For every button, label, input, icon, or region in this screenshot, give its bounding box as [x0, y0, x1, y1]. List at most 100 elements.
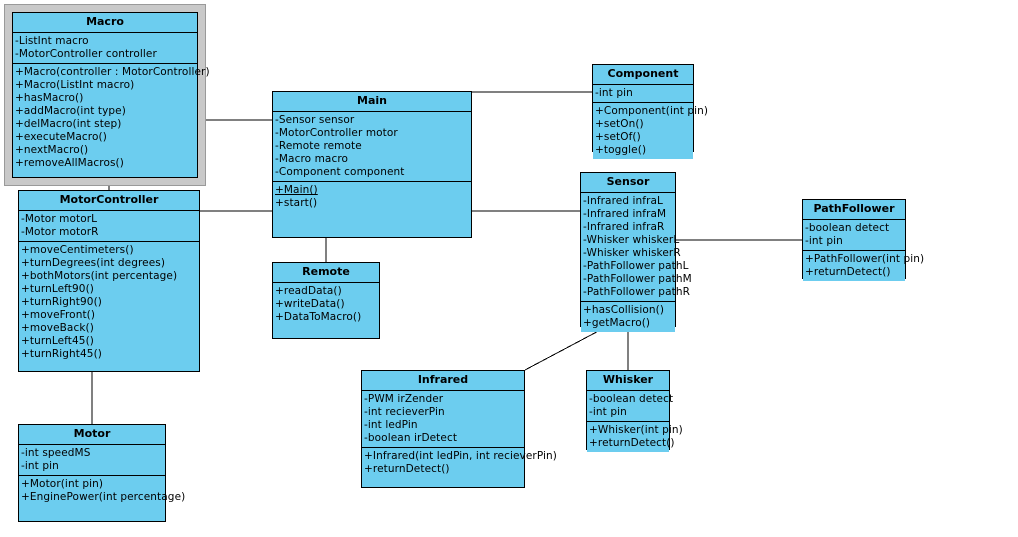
operation-row: +nextMacro(): [15, 144, 89, 156]
class-operations-component: +Component(int pin)+setOn()+setOf()+togg…: [593, 103, 709, 159]
class-attributes-pathfollower: -boolean detect-int pin: [803, 220, 905, 251]
operation-row: +readData(): [275, 285, 342, 297]
operation-row: +EnginePower(int percentage): [21, 491, 186, 503]
attribute-row: -Sensor sensor: [275, 114, 355, 126]
class-title-motor: Motor: [19, 425, 165, 445]
class-title-motorcontroller: MotorController: [19, 191, 199, 211]
class-operations-sensor: +hasCollision()+getMacro(): [581, 302, 675, 332]
class-attributes-component: -int pin: [593, 85, 693, 103]
operation-row: +getMacro(): [583, 317, 651, 329]
class-box-component[interactable]: Component-int pin+Component(int pin)+set…: [592, 64, 708, 159]
class-box-main[interactable]: Main-Sensor sensor-MotorController motor…: [272, 91, 472, 238]
operation-row: +Macro(controller : MotorController): [15, 66, 210, 78]
class-box-whisker[interactable]: Whisker-boolean detect-int pin+Whisker(i…: [586, 370, 683, 452]
attribute-row: -int pin: [805, 235, 843, 247]
class-operations-main: +Main()+start(): [273, 182, 471, 237]
attribute-row: -boolean detect: [805, 222, 890, 234]
class-box-motor[interactable]: Motor-int speedMS-int pin+Motor(int pin)…: [18, 424, 186, 522]
class-attributes-whisker: -boolean detect-int pin: [587, 391, 674, 422]
class-operations-remote: +readData()+writeData()+DataToMacro(): [273, 283, 379, 338]
attribute-row: -int pin: [589, 406, 627, 418]
attribute-row: -int speedMS: [21, 447, 91, 459]
attribute-row: -boolean detect: [589, 393, 674, 405]
class-box-pathfollower[interactable]: PathFollower-boolean detect-int pin+Path…: [802, 199, 924, 281]
operation-row: +toggle(): [595, 144, 647, 156]
class-title-infrared: Infrared: [362, 371, 524, 391]
attribute-row: -Remote remote: [275, 140, 362, 152]
class-box-macro[interactable]: Macro-ListInt macro-MotorController cont…: [12, 12, 210, 178]
operation-row: +Main(): [275, 184, 318, 196]
operation-row: +Macro(ListInt macro): [15, 79, 135, 91]
class-title-main: Main: [273, 92, 471, 112]
attribute-row: -Whisker whiskerR: [583, 247, 681, 259]
operation-row: +returnDetect(): [364, 463, 450, 475]
attribute-row: -PathFollower pathR: [583, 286, 690, 298]
attribute-row: -int ledPin: [364, 419, 418, 431]
operation-row: +returnDetect(): [805, 266, 891, 278]
class-title-sensor: Sensor: [581, 173, 675, 193]
attribute-row: -int recieverPin: [364, 406, 445, 418]
attribute-row: -MotorController motor: [275, 127, 398, 139]
operation-row: +hasMacro(): [15, 92, 84, 104]
operation-row: +start(): [275, 197, 318, 209]
attribute-row: -PathFollower pathL: [583, 260, 689, 272]
attribute-row: -boolean irDetect: [364, 432, 458, 444]
operation-row: +moveBack(): [21, 322, 94, 334]
operation-row: +setOf(): [595, 131, 641, 143]
operation-row: +setOn(): [595, 118, 644, 130]
class-attributes-sensor: -Infrared infraL-Infrared infraM-Infrare…: [581, 193, 692, 302]
class-operations-macro: +Macro(controller : MotorController)+Mac…: [13, 64, 210, 177]
class-title-remote: Remote: [273, 263, 379, 283]
class-operations-whisker: +Whisker(int pin)+returnDetect(): [587, 422, 683, 452]
operation-row: +moveCentimeters(): [21, 244, 134, 256]
attribute-row: -Component component: [275, 166, 405, 178]
connector-sensor-to-infrared[interactable]: [524, 326, 607, 371]
operation-row: +bothMotors(int percentage): [21, 270, 178, 282]
class-box-remote[interactable]: Remote+readData()+writeData()+DataToMacr…: [272, 262, 380, 339]
attribute-row: -MotorController controller: [15, 48, 157, 60]
class-operations-infrared: +Infrared(int ledPin, int recieverPin)+r…: [362, 448, 558, 487]
class-box-infrared[interactable]: Infrared-PWM irZender-int recieverPin-in…: [361, 370, 558, 488]
attribute-row: -Infrared infraM: [583, 208, 667, 220]
operation-row: +turnDegrees(int degrees): [21, 257, 166, 269]
operation-row: +DataToMacro(): [275, 311, 362, 323]
operation-row: +turnRight45(): [21, 348, 102, 360]
operation-row: +writeData(): [275, 298, 345, 310]
class-title-whisker: Whisker: [587, 371, 669, 391]
operation-row: +addMacro(int type): [15, 105, 126, 117]
operation-row: +Component(int pin): [595, 105, 709, 117]
operation-row: +turnRight90(): [21, 296, 102, 308]
operation-row: +removeAllMacros(): [15, 157, 124, 169]
class-attributes-infrared: -PWM irZender-int recieverPin-int ledPin…: [362, 391, 524, 448]
attribute-row: -Motor motorL: [21, 213, 98, 225]
operation-row: +turnLeft90(): [21, 283, 94, 295]
attribute-row: -ListInt macro: [15, 35, 89, 47]
class-title-pathfollower: PathFollower: [803, 200, 905, 220]
class-operations-pathfollower: +PathFollower(int pin)+returnDetect(): [803, 251, 924, 281]
class-attributes-macro: -ListInt macro-MotorController controlle…: [13, 33, 197, 64]
class-title-macro: Macro: [13, 13, 197, 33]
class-box-motorcontroller[interactable]: MotorController-Motor motorL-Motor motor…: [18, 190, 200, 372]
class-attributes-main: -Sensor sensor-MotorController motor-Rem…: [273, 112, 471, 182]
class-operations-motorcontroller: +moveCentimeters()+turnDegrees(int degre…: [19, 242, 199, 371]
class-operations-motor: +Motor(int pin)+EnginePower(int percenta…: [19, 476, 186, 521]
operation-row: +delMacro(int step): [15, 118, 122, 130]
class-box-sensor[interactable]: Sensor-Infrared infraL-Infrared infraM-I…: [580, 172, 692, 332]
attribute-row: -Infrared infraL: [583, 195, 664, 207]
attribute-row: -Macro macro: [275, 153, 349, 165]
operation-row: +Motor(int pin): [21, 478, 104, 490]
operation-row: +Infrared(int ledPin, int recieverPin): [364, 450, 558, 462]
operation-row: +moveFront(): [21, 309, 96, 321]
operation-row: +executeMacro(): [15, 131, 107, 143]
operation-row: +turnLeft45(): [21, 335, 94, 347]
operation-row: +returnDetect(): [589, 437, 675, 449]
class-attributes-motorcontroller: -Motor motorL-Motor motorR: [19, 211, 199, 242]
attribute-row: -Motor motorR: [21, 226, 99, 238]
attribute-row: -Infrared infraR: [583, 221, 665, 233]
attribute-row: -PWM irZender: [364, 393, 444, 405]
class-attributes-motor: -int speedMS-int pin: [19, 445, 165, 476]
attribute-row: -int pin: [21, 460, 59, 472]
attribute-row: -Whisker whiskerL: [583, 234, 680, 246]
attribute-row: -int pin: [595, 87, 633, 99]
